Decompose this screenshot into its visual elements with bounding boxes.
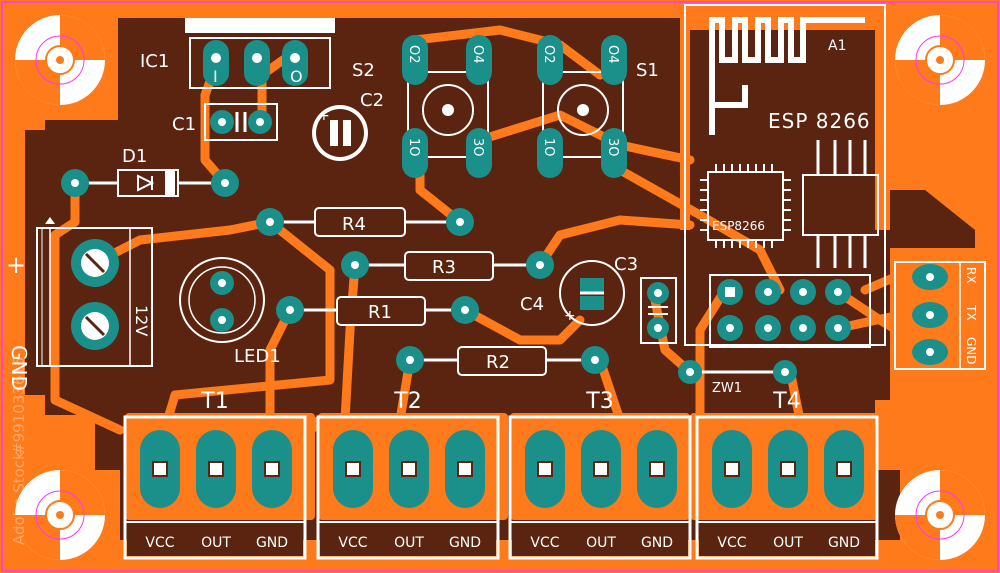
jumper-ref: ZW1 (712, 381, 742, 396)
power-voltage: 12V (132, 305, 151, 336)
jumper-zw1: ZW1 (678, 360, 797, 396)
c3: C3 (614, 254, 677, 344)
c1-ref: C1 (172, 114, 196, 135)
esp8266-module: A1 ESP 8266 ESP8266 (684, 4, 886, 346)
uart-connector: RX TX GND (894, 261, 986, 370)
ic1: IC1 I O (140, 18, 335, 89)
uart-tx: TX (964, 304, 978, 321)
terminal-pin-label: VCC (145, 535, 174, 551)
terminal-pin-label: GND (449, 535, 481, 551)
r3: R3 (341, 251, 554, 281)
s1-pin-1: 1O (541, 138, 556, 157)
r4: R4 (256, 207, 474, 237)
uart-rx: RX (964, 267, 978, 284)
c2-ref: C2 (360, 90, 384, 111)
esp-module-label: ESP 8266 (768, 109, 871, 133)
terminal-1: VCC OUT GND T1 (123, 389, 307, 560)
s2-pin-2: O2 (406, 45, 421, 64)
watermark-id: #991033615 (10, 357, 28, 455)
terminal-pin-label: GND (828, 535, 860, 551)
c4-polarity: + (564, 308, 576, 324)
terminal-pin-label: VCC (717, 535, 746, 551)
r2: R2 (396, 346, 609, 376)
mounting-hole-bottom-left (15, 470, 105, 560)
d1-ref: D1 (122, 146, 147, 167)
s2: O2 O4 1O 3O S2 (352, 35, 492, 178)
s2-ref: S2 (352, 60, 375, 81)
c4-ref: C4 (520, 294, 544, 315)
terminal-2: VCC OUT GND T2 (316, 389, 500, 560)
terminal-ref: T1 (200, 389, 228, 414)
mounting-hole-bottom-right (895, 470, 985, 560)
s2-pin-1: 1O (406, 138, 421, 157)
mounting-hole-top-left (15, 15, 105, 105)
terminal-ref: T3 (585, 389, 613, 414)
ic1-ref: IC1 (140, 51, 169, 72)
c4: + C4 (520, 260, 625, 326)
watermark-brand: Adobe Stock (10, 451, 28, 545)
ic1-pin-in: I (213, 67, 218, 86)
terminal-pin-label: VCC (338, 535, 367, 551)
terminal-4: VCC OUT GND T4 (695, 389, 879, 560)
esp-chip-label: ESP8266 (712, 219, 765, 233)
s1-pin-3: 3O (605, 138, 620, 157)
c3-ref: C3 (614, 254, 638, 275)
terminal-pin-label: OUT (773, 535, 803, 551)
c2-polarity: + (318, 108, 330, 124)
terminal-ref: T2 (393, 389, 421, 414)
terminal-pin-label: OUT (586, 535, 616, 551)
power-plus: + (6, 251, 26, 279)
r3-ref: R3 (432, 257, 456, 278)
r2-ref: R2 (486, 352, 510, 373)
s2-pin-3: 3O (470, 138, 485, 157)
s2-pin-4: O4 (470, 45, 485, 64)
d1: D1 (61, 146, 239, 197)
led1: LED1 (179, 257, 281, 367)
ic1-pin-out: O (290, 67, 303, 86)
power-gnd: GND (7, 345, 31, 391)
s1-pin-4: O4 (605, 45, 620, 64)
s1: O2 O4 1O 3O S1 (537, 35, 659, 178)
watermark: Adobe Stock #991033615 (10, 357, 28, 545)
terminal-pin-label: VCC (530, 535, 559, 551)
esp-header (709, 274, 871, 348)
terminal-3: VCC OUT GND T3 (508, 389, 692, 560)
s1-pin-2: O2 (541, 45, 556, 64)
c1: C1 (172, 103, 278, 141)
mounting-hole-top-right (895, 15, 985, 105)
terminal-pin-label: GND (641, 535, 673, 551)
s1-ref: S1 (636, 60, 659, 81)
terminal-ref: T4 (772, 389, 800, 414)
r4-ref: R4 (342, 214, 366, 235)
c2: + C2 (312, 90, 384, 161)
uart-gnd: GND (964, 337, 978, 365)
a1-ref: A1 (828, 38, 846, 54)
terminal-pin-label: OUT (201, 535, 231, 551)
terminal-pin-label: OUT (394, 535, 424, 551)
power-terminal: + GND 12V (6, 217, 153, 391)
r1: R1 (276, 296, 479, 326)
r1-ref: R1 (368, 302, 392, 323)
copper-fills (125, 413, 878, 520)
led1-ref: LED1 (234, 346, 281, 367)
terminal-pin-label: GND (256, 535, 288, 551)
